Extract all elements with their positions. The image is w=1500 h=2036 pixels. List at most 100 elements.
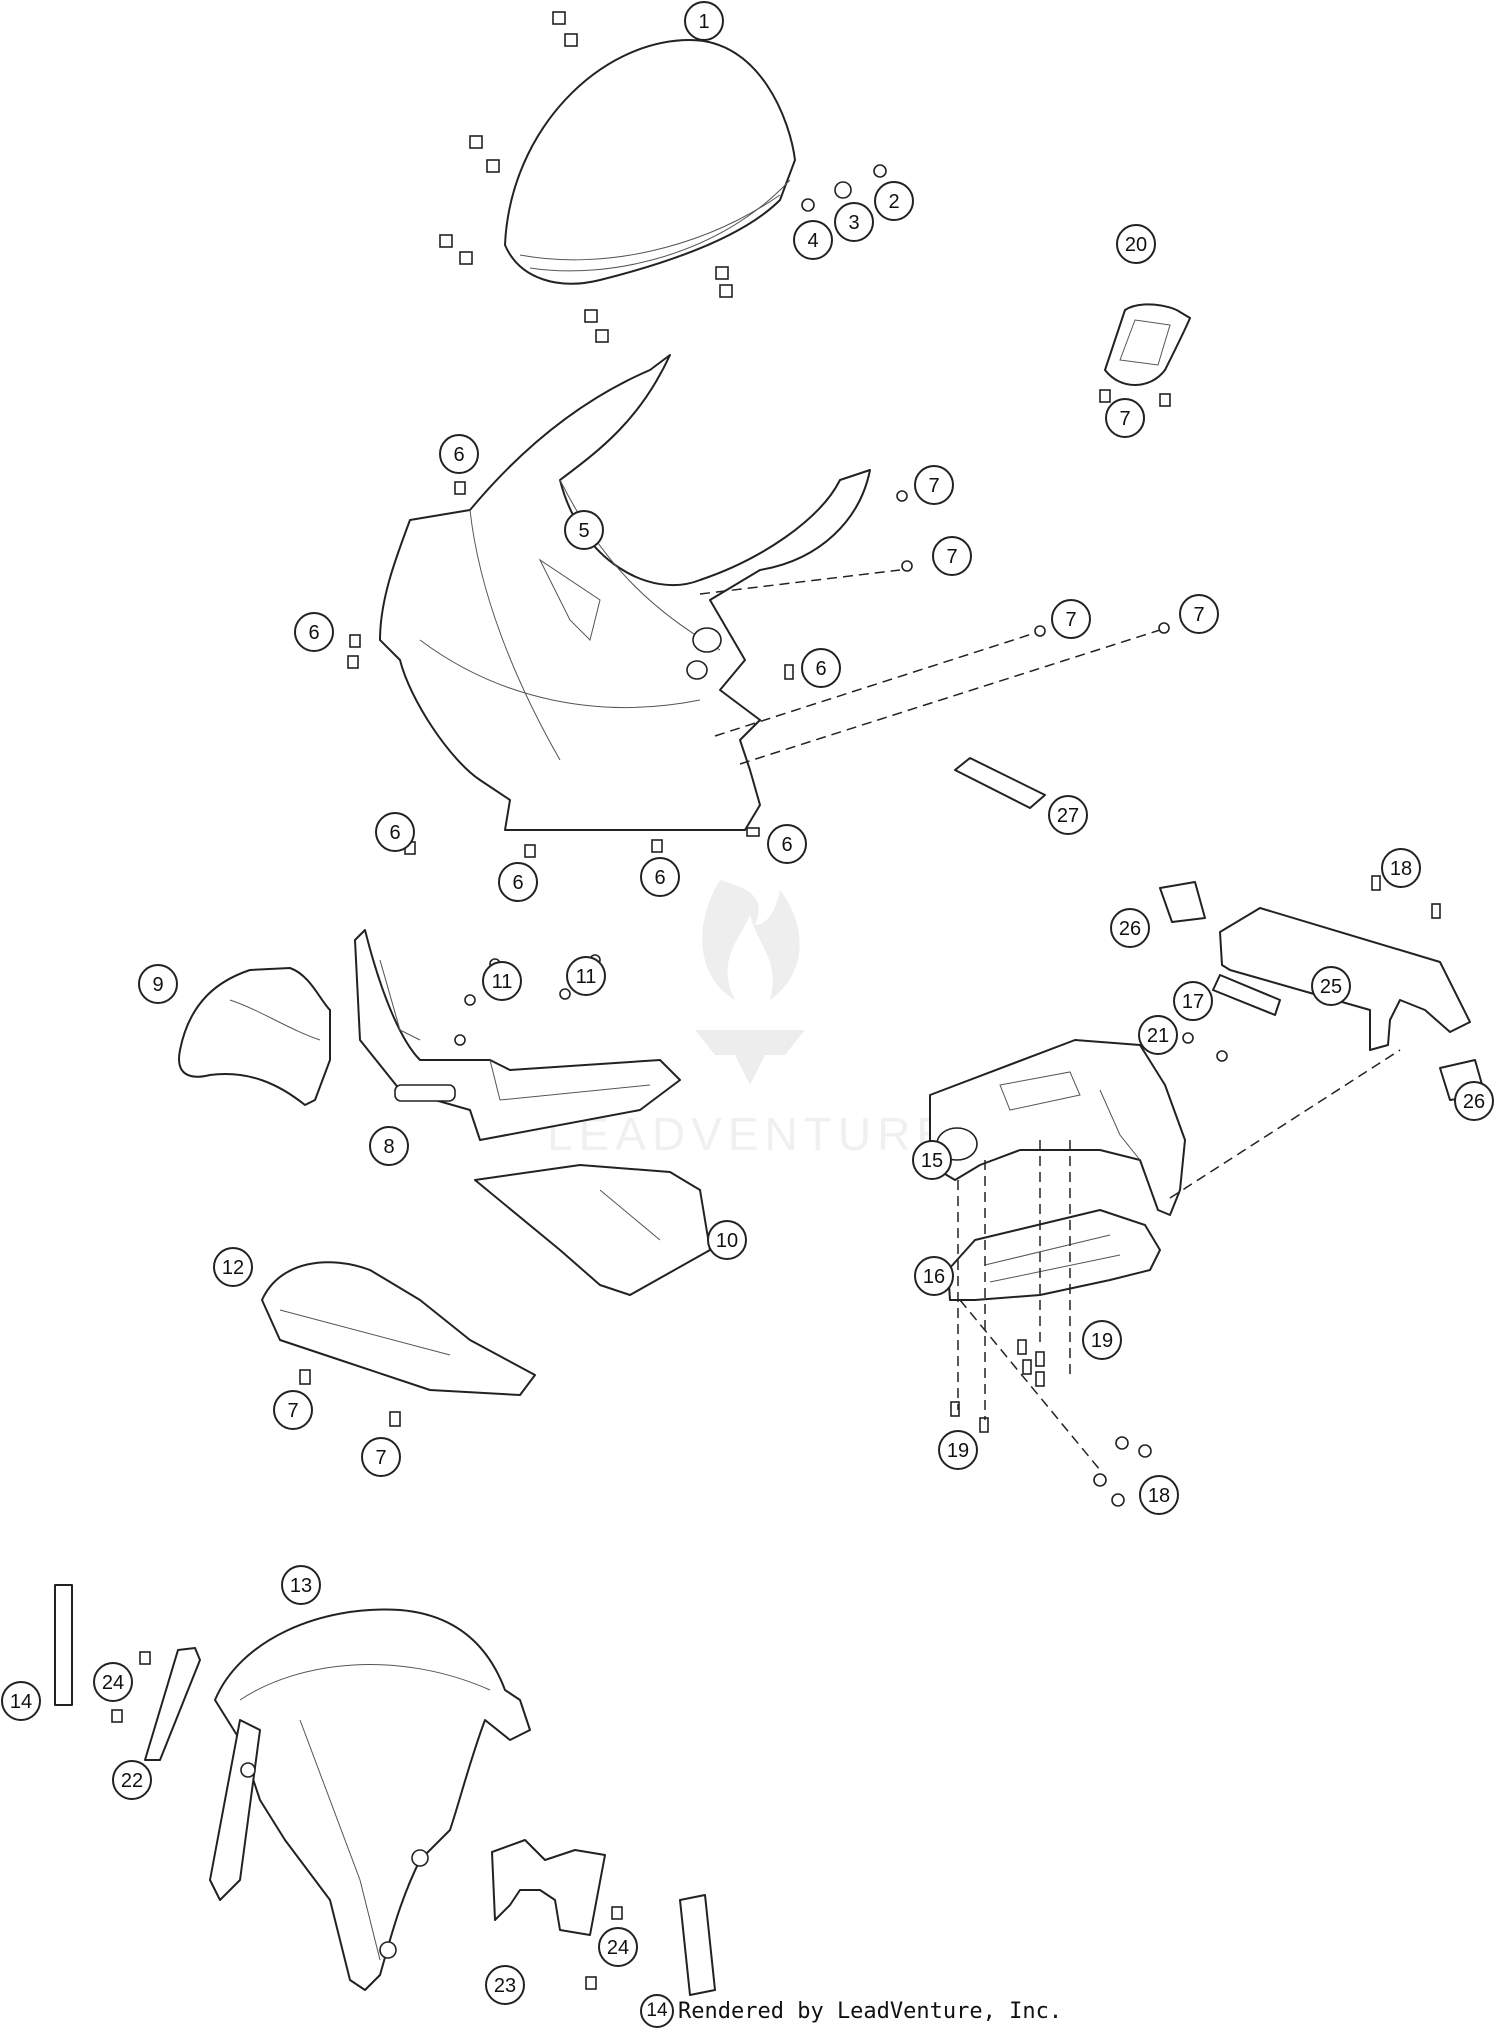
callout: 18 bbox=[1139, 1475, 1179, 1515]
callout: 26 bbox=[1110, 908, 1150, 948]
svg-text:16: 16 bbox=[923, 1266, 945, 1288]
svg-text:5: 5 bbox=[578, 520, 589, 542]
svg-text:6: 6 bbox=[453, 444, 464, 466]
bracket-strip bbox=[111, 1647, 201, 1761]
callout: 6 bbox=[767, 824, 807, 864]
svg-text:13: 13 bbox=[290, 1575, 312, 1597]
lower-tray bbox=[261, 1261, 536, 1427]
callout: 1 bbox=[684, 1, 724, 41]
leader-line bbox=[1169, 1049, 1401, 1199]
callout: 15 bbox=[912, 1140, 952, 1180]
svg-text:7: 7 bbox=[1119, 408, 1130, 430]
callout: 10 bbox=[707, 1220, 747, 1260]
callout: 7 bbox=[914, 465, 954, 505]
callout: 7 bbox=[932, 536, 972, 576]
svg-text:17: 17 bbox=[1182, 991, 1204, 1013]
svg-text:6: 6 bbox=[781, 834, 792, 856]
callout: 27 bbox=[1048, 795, 1088, 835]
callout: 23 bbox=[485, 1965, 525, 2005]
svg-text:6: 6 bbox=[512, 872, 523, 894]
callout: 6 bbox=[801, 648, 841, 688]
callout: 18 bbox=[1381, 848, 1421, 888]
callout: 25 bbox=[1311, 966, 1351, 1006]
callout: 6 bbox=[375, 812, 415, 852]
cover-plate bbox=[1182, 974, 1281, 1062]
callout: 12 bbox=[213, 1247, 253, 1287]
svg-text:7: 7 bbox=[946, 546, 957, 568]
svg-text:11: 11 bbox=[492, 971, 513, 993]
headlight-bracket bbox=[354, 929, 681, 1141]
svg-text:19: 19 bbox=[1091, 1330, 1113, 1352]
svg-text:7: 7 bbox=[287, 1400, 298, 1422]
leader-line bbox=[699, 569, 901, 595]
watermark-text: LEADVENTURE bbox=[547, 1108, 953, 1160]
subframe bbox=[929, 1039, 1186, 1216]
callout: 16 bbox=[914, 1256, 954, 1296]
svg-text:11: 11 bbox=[576, 966, 597, 988]
windscreen bbox=[504, 39, 796, 285]
callout: 3 bbox=[834, 202, 874, 242]
callout: 14 bbox=[1, 1681, 41, 1721]
svg-text:10: 10 bbox=[716, 1230, 738, 1252]
render-credit-text: Rendered by LeadVenture, Inc. bbox=[678, 1998, 1063, 2024]
svg-text:18: 18 bbox=[1390, 858, 1412, 880]
callout: 7 bbox=[1179, 594, 1219, 634]
callout: 21 bbox=[1138, 1015, 1178, 1055]
leadventure-watermark: LEADVENTURE bbox=[547, 880, 953, 1160]
callout: 17 bbox=[1173, 981, 1213, 1021]
svg-text:26: 26 bbox=[1119, 918, 1141, 940]
callout: 11 bbox=[482, 961, 522, 1001]
callout: 6 bbox=[498, 862, 538, 902]
svg-text:6: 6 bbox=[389, 822, 400, 844]
callout: 19 bbox=[938, 1430, 978, 1470]
svg-text:7: 7 bbox=[928, 475, 939, 497]
svg-text:7: 7 bbox=[375, 1447, 386, 1469]
callout: 11 bbox=[566, 956, 606, 996]
callout: 14 bbox=[640, 1994, 674, 2028]
callout: 7 bbox=[1105, 398, 1145, 438]
windscreen-screws bbox=[439, 11, 887, 343]
mount-plate bbox=[491, 1839, 623, 1990]
air-duct bbox=[178, 967, 331, 1106]
callout: 8 bbox=[369, 1126, 409, 1166]
callout: 4 bbox=[793, 220, 833, 260]
callout: 6 bbox=[439, 434, 479, 474]
svg-text:22: 22 bbox=[121, 1770, 143, 1792]
svg-text:15: 15 bbox=[921, 1150, 943, 1172]
rear-bracket-tray bbox=[947, 1209, 1161, 1301]
svg-text:18: 18 bbox=[1148, 1485, 1170, 1507]
svg-text:14: 14 bbox=[10, 1691, 32, 1713]
callout: 19 bbox=[1082, 1320, 1122, 1360]
leader-line bbox=[714, 632, 1036, 737]
front-mudguard bbox=[209, 1608, 531, 1991]
svg-text:24: 24 bbox=[102, 1672, 124, 1694]
svg-text:6: 6 bbox=[654, 867, 665, 889]
callout: 22 bbox=[112, 1760, 152, 1800]
svg-text:21: 21 bbox=[1147, 1025, 1169, 1047]
tray-screws bbox=[950, 1339, 1152, 1507]
leader-line bbox=[739, 629, 1161, 765]
callout: 2 bbox=[874, 181, 914, 221]
svg-text:25: 25 bbox=[1320, 976, 1342, 998]
sticker-strip bbox=[54, 1584, 716, 1996]
front-fairing bbox=[379, 354, 871, 831]
callout: 13 bbox=[281, 1565, 321, 1605]
svg-text:7: 7 bbox=[1065, 609, 1076, 631]
svg-text:26: 26 bbox=[1463, 1091, 1485, 1113]
svg-text:27: 27 bbox=[1057, 805, 1079, 827]
callout: 26 bbox=[1454, 1081, 1494, 1121]
svg-text:3: 3 bbox=[848, 212, 859, 234]
render-credit: 14 Rendered by LeadVenture, Inc. bbox=[640, 1994, 1062, 2028]
callout: 20 bbox=[1116, 224, 1156, 264]
svg-text:9: 9 bbox=[152, 974, 163, 996]
mirror-unit bbox=[1099, 303, 1191, 407]
svg-text:6: 6 bbox=[815, 658, 826, 680]
svg-text:1: 1 bbox=[698, 11, 709, 33]
callout: 24 bbox=[598, 1927, 638, 1967]
callout: 5 bbox=[564, 510, 604, 550]
callout: 7 bbox=[273, 1390, 313, 1430]
callout: 9 bbox=[138, 964, 178, 1004]
lower-panel bbox=[474, 1164, 711, 1296]
leader-line bbox=[959, 1299, 1101, 1471]
